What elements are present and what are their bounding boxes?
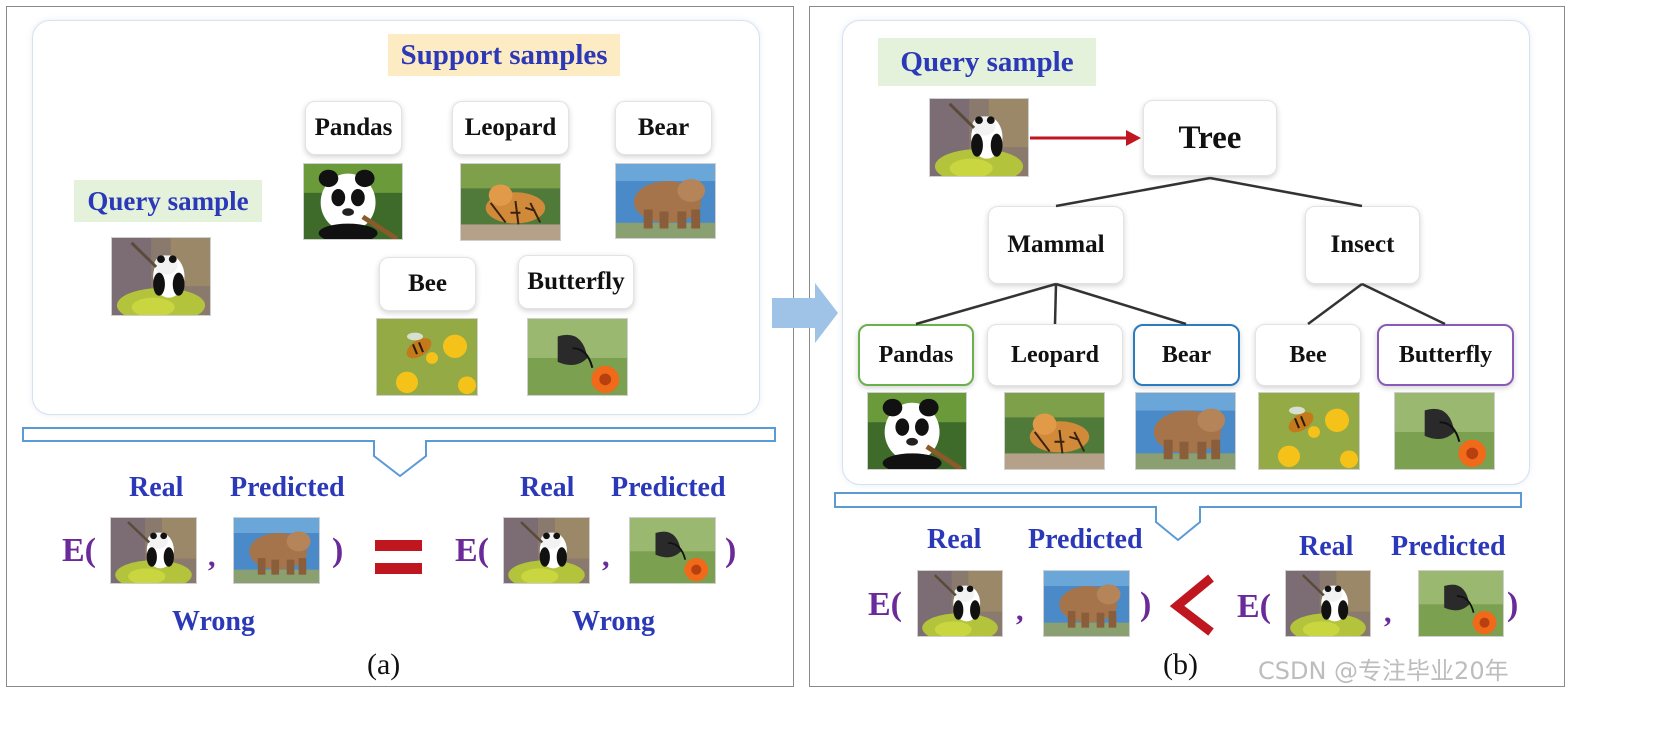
pandas-image <box>303 163 403 240</box>
bee-image <box>376 318 478 396</box>
leopard-image <box>460 163 561 241</box>
butterfly-image <box>527 318 628 396</box>
tree-leaf-pandas: Pandas <box>858 324 974 386</box>
b-left-comma: , <box>1016 594 1024 627</box>
b-left-predicted-image <box>1043 570 1130 637</box>
transition-arrow <box>772 283 838 343</box>
query-sample-title: Query sample <box>74 180 262 222</box>
edge-mammal-pandas <box>915 282 1057 326</box>
a-left-comma: , <box>208 540 216 573</box>
caption-b: (b) <box>1163 648 1198 681</box>
edge-insect-butterfly <box>1361 282 1446 326</box>
a-left-close-paren: ) <box>332 532 344 569</box>
support-samples-title: Support samples <box>388 34 620 76</box>
a-right-wrong-label: Wrong <box>572 606 655 637</box>
a-right-close-paren: ) <box>725 532 737 569</box>
query-to-tree-arrowhead <box>1126 130 1141 146</box>
support-label-pandas: Pandas <box>305 101 402 155</box>
a-left-e-label: E( <box>62 532 96 569</box>
edge-tree-mammal <box>1055 176 1211 208</box>
b-bee-image <box>1258 392 1360 470</box>
b-less-than-operator <box>1169 574 1214 636</box>
edge-insect-bee <box>1307 282 1363 326</box>
a-right-e-label: E( <box>455 532 489 569</box>
a-right-query-image <box>503 517 590 584</box>
tree-node-insect: Insect <box>1305 206 1420 284</box>
a-equals-operator <box>375 540 422 576</box>
b-right-predicted-label: Predicted <box>1391 531 1506 562</box>
b-left-query-image <box>917 570 1003 637</box>
support-label-bear: Bear <box>615 101 712 155</box>
edge-tree-insect <box>1209 176 1363 208</box>
b-down-arrow <box>834 492 1522 542</box>
b-query-image <box>929 98 1029 177</box>
tree-leaf-leopard: Leopard <box>987 324 1123 386</box>
b-right-predicted-image <box>1418 570 1504 637</box>
tree-node-mammal: Mammal <box>988 206 1124 284</box>
b-butterfly-image <box>1394 392 1495 470</box>
b-right-query-image <box>1285 570 1371 637</box>
a-right-predicted-label: Predicted <box>611 472 726 503</box>
b-left-e-label: E( <box>868 586 902 623</box>
bear-image <box>615 163 716 239</box>
tree-leaf-butterfly: Butterfly <box>1377 324 1514 386</box>
b-query-sample-title: Query sample <box>878 38 1096 86</box>
query-image <box>111 237 211 316</box>
b-left-close-paren: ) <box>1140 586 1152 623</box>
edge-mammal-bear <box>1055 282 1187 326</box>
b-right-close-paren: ) <box>1507 586 1519 623</box>
support-label-butterfly: Butterfly <box>518 255 634 309</box>
edge-mammal-leopard <box>1053 283 1058 325</box>
support-label-bee: Bee <box>379 257 476 311</box>
a-right-real-label: Real <box>520 472 575 503</box>
b-pandas-image <box>867 392 967 470</box>
tree-root-node: Tree <box>1143 100 1277 176</box>
tree-leaf-bear: Bear <box>1133 324 1240 386</box>
a-left-query-image <box>110 517 197 584</box>
caption-a: (a) <box>367 648 401 681</box>
b-leopard-image <box>1004 392 1105 470</box>
b-bear-image <box>1135 392 1236 470</box>
support-label-leopard: Leopard <box>452 101 569 155</box>
a-right-comma: , <box>602 540 610 573</box>
a-down-arrow <box>22 427 776 478</box>
watermark: CSDN @专注毕业20年 <box>1258 657 1509 685</box>
b-left-real-label: Real <box>927 524 982 555</box>
b-right-comma: , <box>1384 596 1392 629</box>
tree-leaf-bee: Bee <box>1255 324 1361 386</box>
a-right-predicted-image <box>629 517 716 584</box>
b-left-predicted-label: Predicted <box>1028 524 1143 555</box>
a-left-wrong-label: Wrong <box>172 606 255 637</box>
a-left-predicted-label: Predicted <box>230 472 345 503</box>
b-right-real-label: Real <box>1299 531 1354 562</box>
a-left-predicted-image <box>233 517 320 584</box>
b-right-e-label: E( <box>1237 588 1271 625</box>
a-left-real-label: Real <box>129 472 184 503</box>
